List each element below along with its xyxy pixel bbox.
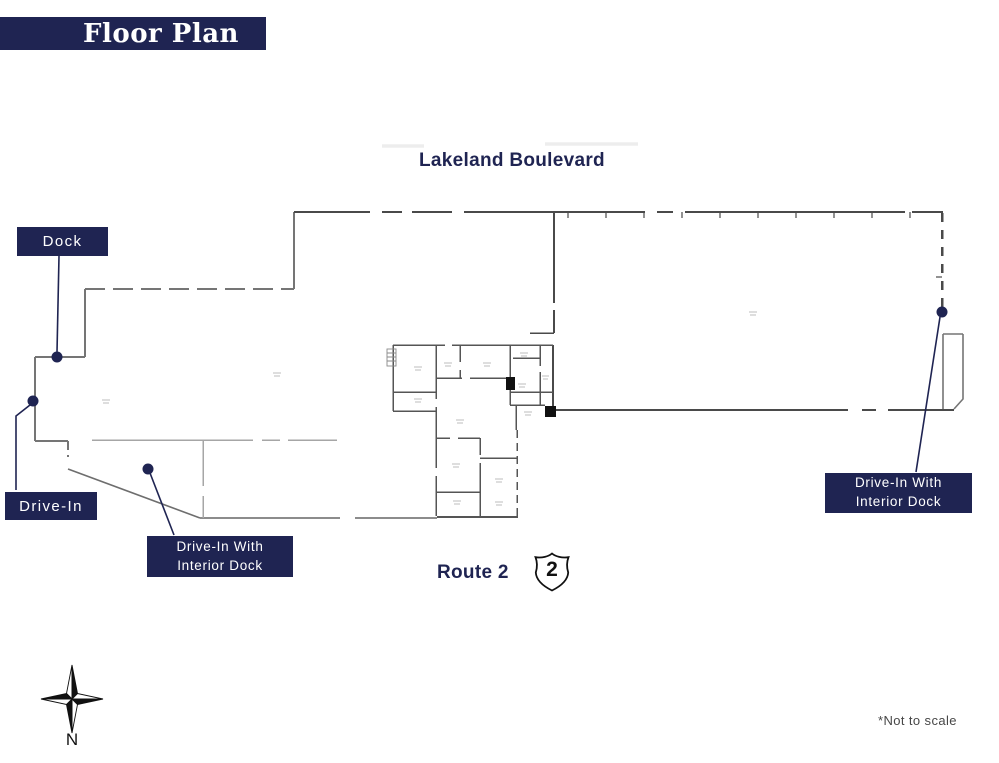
route-label: Route 2 — [437, 562, 509, 583]
callout-drive-in-interior-dock-right-label: Drive-In With Interior Dock — [854, 475, 943, 509]
drivein-leader-line — [15, 404, 31, 490]
drivein-anchor-dot — [27, 395, 39, 407]
dock-leader-line — [56, 255, 60, 353]
wall-drivein-ramp-diagonal — [67, 468, 201, 519]
callout-drive-in-interior-dock-left: Drive-In With Interior Dock — [147, 536, 293, 577]
east-dock-bumpout — [942, 333, 964, 410]
warehouse-right-outline — [552, 211, 954, 411]
callout-dock-label: Dock — [42, 233, 83, 250]
dock-anchor-dot — [51, 351, 63, 363]
warehouse-left-interior-walls — [92, 439, 337, 518]
route-shield-number: 2 — [546, 558, 558, 581]
interior-dock-left-anchor-dot — [142, 463, 154, 475]
interior-dock-right-leader-line — [915, 316, 941, 473]
column-ticks — [567, 212, 942, 278]
street-faint-marks — [382, 142, 638, 148]
office-stair-hatch — [386, 348, 397, 367]
callout-drive-in-interior-dock-right: Drive-In With Interior Dock — [825, 473, 972, 513]
callout-leaders — [15, 255, 941, 536]
callout-anchor-dots — [27, 306, 948, 475]
compass-north-label: N — [65, 730, 79, 749]
office-block-walls — [392, 344, 553, 518]
callout-dock: Dock — [17, 227, 108, 256]
callout-drive-in-interior-dock-left-label: Drive-In With Interior Dock — [176, 538, 264, 573]
scale-note: *Not to scale — [878, 713, 957, 728]
street-label: Lakeland Boulevard — [419, 150, 605, 171]
page-title-bar: Floor Plan — [0, 17, 266, 50]
interior-dock-right-anchor-dot — [936, 306, 948, 318]
route-shield-icon — [534, 552, 570, 592]
room-micro-labels — [102, 311, 757, 506]
callout-drive-in-label: Drive-In — [19, 497, 83, 515]
interior-dock-left-leader-line — [149, 472, 175, 536]
center-dividing-wall — [530, 212, 555, 334]
wall-junction-markers — [506, 377, 556, 417]
compass-rose-icon — [40, 664, 104, 734]
page-title: Floor Plan — [83, 18, 239, 49]
callout-drive-in: Drive-In — [5, 492, 97, 520]
